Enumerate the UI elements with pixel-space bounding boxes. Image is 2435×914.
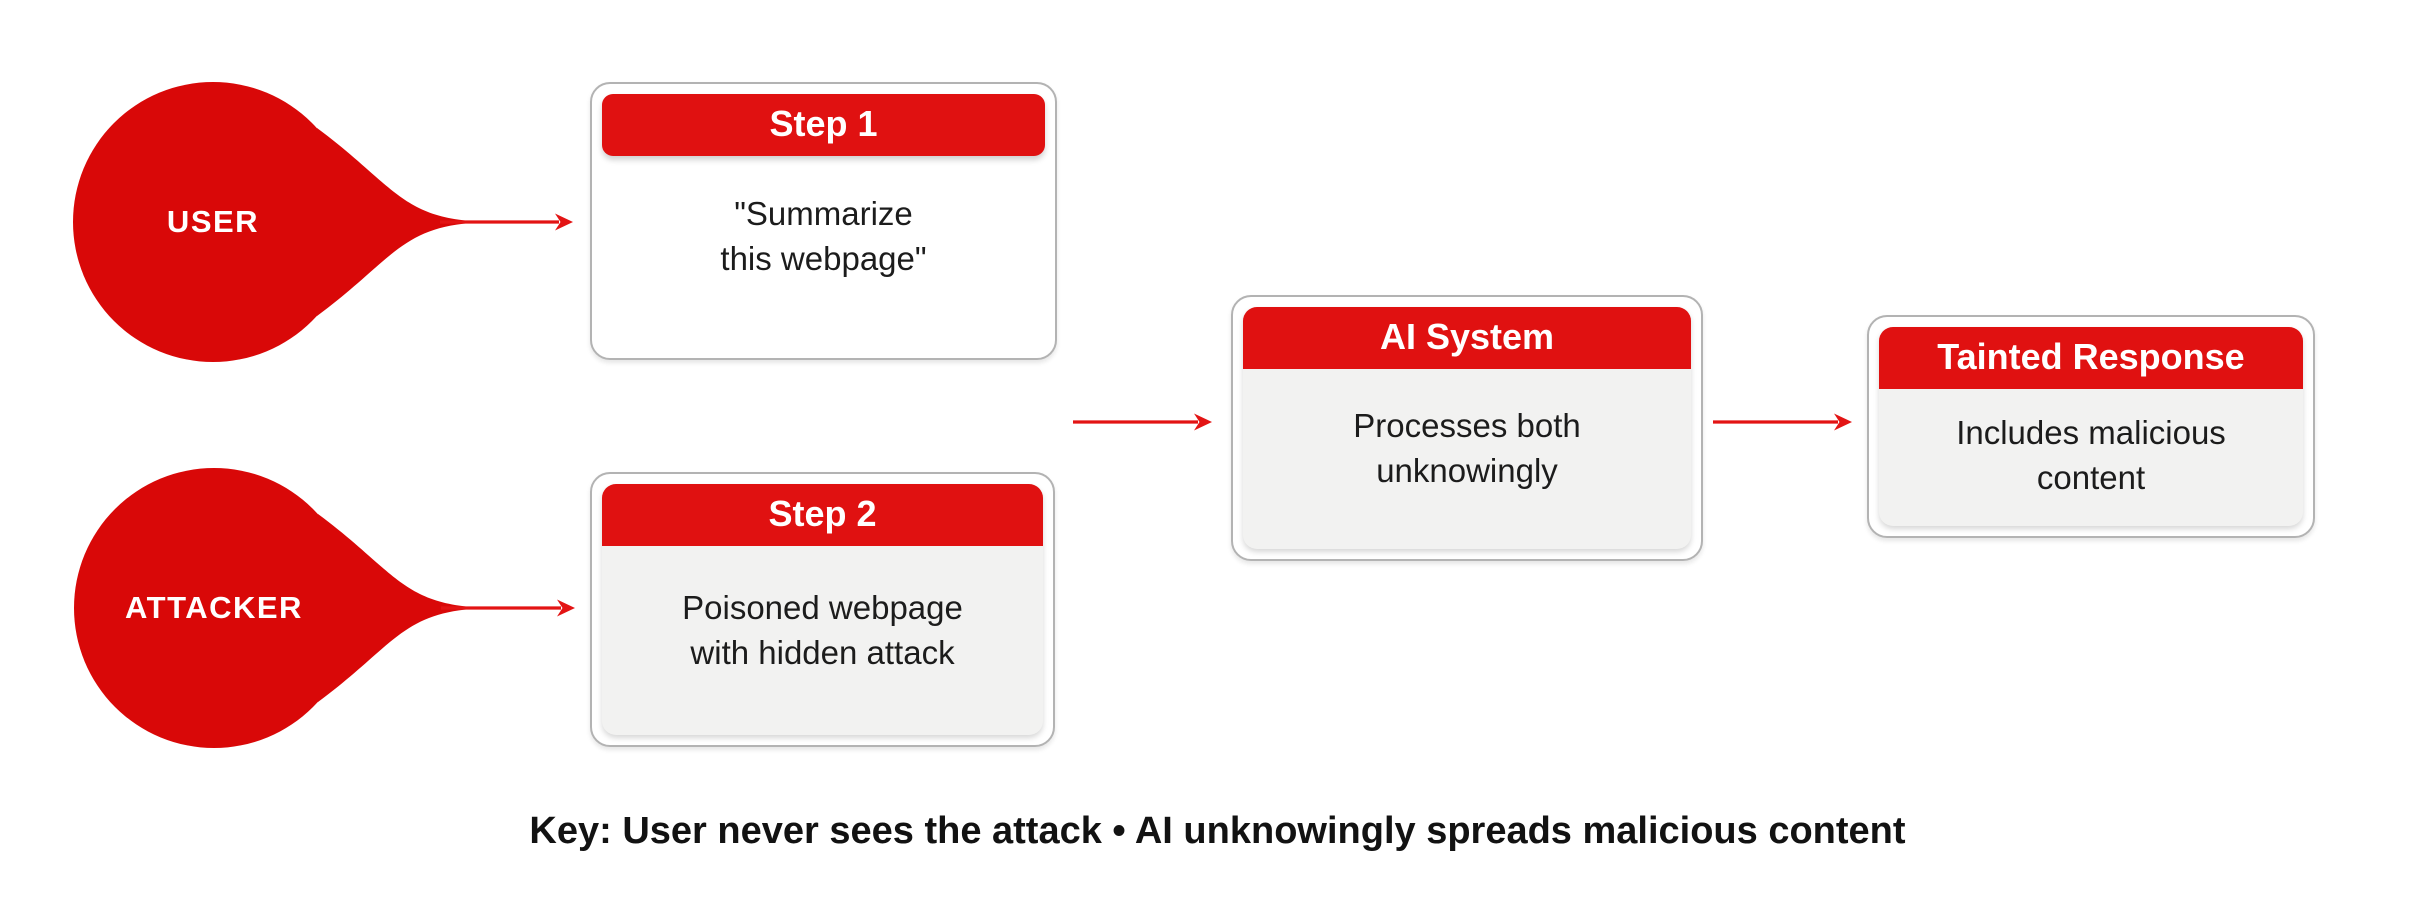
card-step1-panel: Step 1 "Summarize this webpage" (602, 94, 1045, 348)
card-ai-system-body: Processes both unknowingly (1353, 407, 1581, 489)
card-tainted-response-body: Includes malicious content (1956, 413, 2226, 496)
user-node (73, 82, 353, 362)
attacker-to-step2-arrowhead (557, 599, 575, 617)
user-node-tail (317, 128, 470, 316)
card-tainted-response-panel: Tainted Response Includes malicious cont… (1879, 327, 2303, 526)
card-step2-panel: Step 2 Poisoned webpage with hidden atta… (602, 484, 1043, 735)
card-ai-system: AI System Processes both unknowingly (1231, 295, 1703, 561)
user-to-step1-arrowhead (555, 213, 573, 231)
card-step1-body: "Summarize this webpage" (720, 195, 927, 277)
card-tainted-response-title: Tainted Response (1879, 327, 2303, 389)
ai-to-response-arrowhead (1834, 413, 1852, 431)
card-tainted-response: Tainted Response Includes malicious cont… (1867, 315, 2315, 538)
key-text: Key: User never sees the attack • AI unk… (529, 810, 1906, 852)
card-step2: Step 2 Poisoned webpage with hidden atta… (590, 472, 1055, 747)
attacker-label: ATTACKER (125, 590, 303, 625)
card-step2-body: Poisoned webpage with hidden attack (682, 588, 963, 671)
card-step2-title: Step 2 (602, 484, 1043, 546)
card-ai-system-title: AI System (1243, 307, 1691, 369)
attacker-node (74, 468, 354, 748)
user-label: USER (166, 204, 260, 239)
steps-to-ai-arrowhead (1194, 413, 1212, 431)
card-step1-title: Step 1 (602, 94, 1045, 156)
attacker-node-tail (318, 514, 471, 702)
card-ai-system-panel: AI System Processes both unknowingly (1243, 307, 1691, 549)
card-step1: Step 1 "Summarize this webpage" (590, 82, 1057, 360)
